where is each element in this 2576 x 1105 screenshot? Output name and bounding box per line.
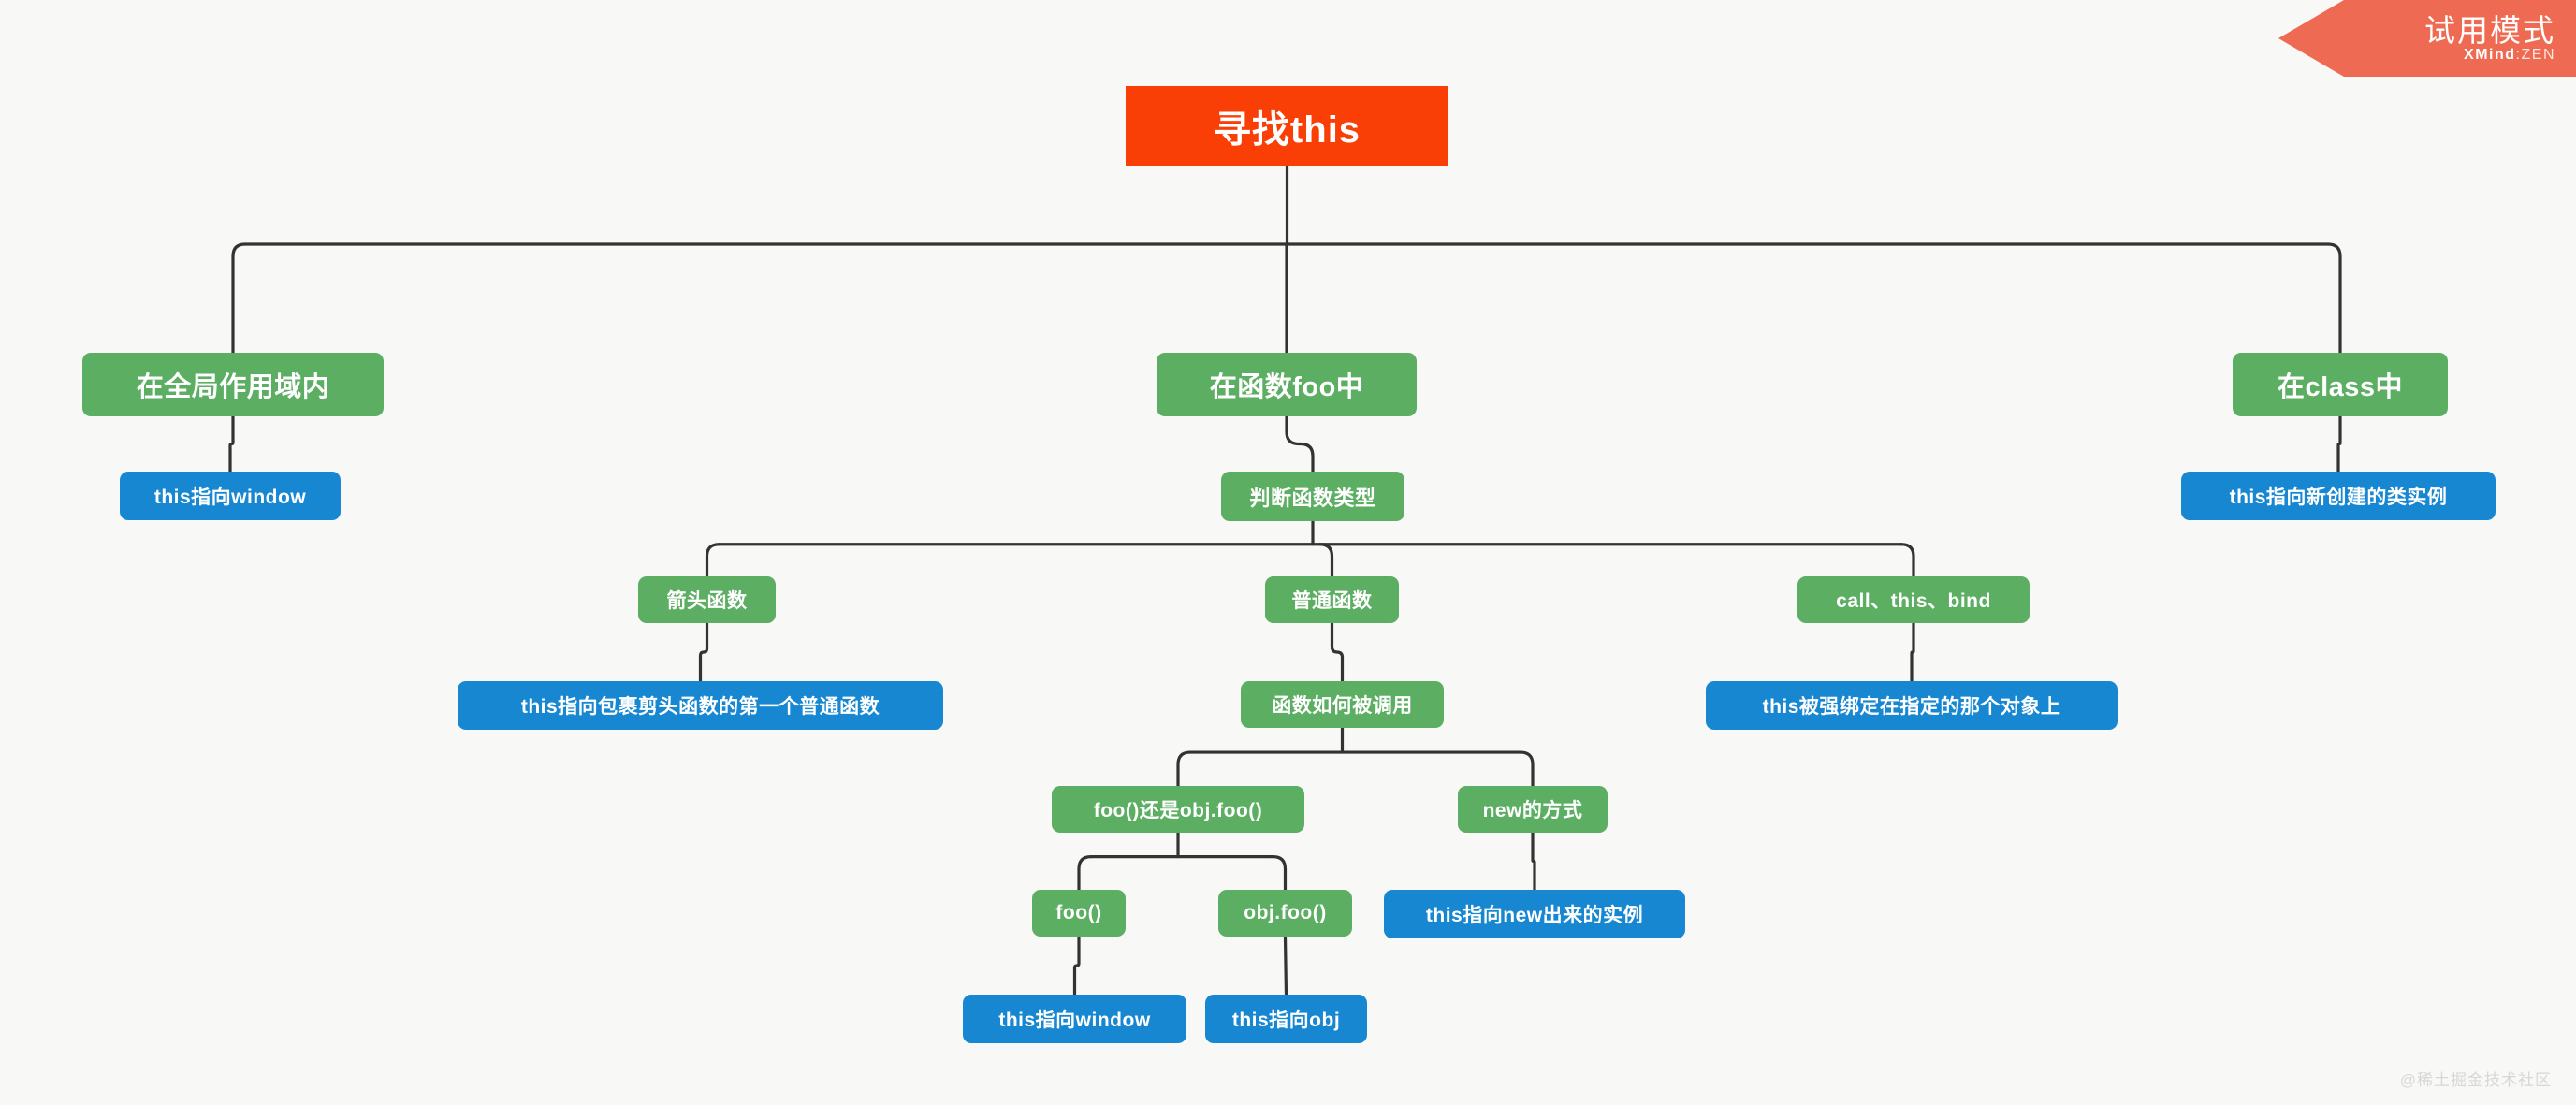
connector-drop-callform	[1176, 750, 1192, 788]
connector-drop-class	[2326, 242, 2342, 355]
connector-arrow-arrow-leaf	[698, 621, 709, 683]
trial-mode-label: 试用模式	[2424, 13, 2555, 48]
connector-newway-new-leaf	[1531, 831, 1536, 892]
connector-bindgroup-bind-leaf	[1910, 621, 1915, 683]
connector-drop-foo	[1077, 855, 1093, 892]
connector-drop-arrow	[705, 543, 721, 578]
mindmap-node-arrow[interactable]: 箭头函数	[638, 576, 776, 623]
mindmap-node-callform[interactable]: foo()还是obj.foo()	[1052, 786, 1304, 833]
mindmap-node-new-leaf[interactable]: this指向new出来的实例	[1384, 890, 1685, 938]
connector-foo-foo-leaf	[1072, 935, 1081, 996]
xmind-brand-label: XMind:ZEN	[2278, 47, 2555, 64]
connector-infoo-judge	[1285, 414, 1315, 473]
mindmap-node-newway[interactable]: new的方式	[1458, 786, 1608, 833]
mindmap-node-normal[interactable]: 普通函数	[1265, 576, 1399, 623]
mindmap-node-objfoo-leaf[interactable]: this指向obj	[1205, 995, 1367, 1043]
xmind-brand-rest: :ZEN	[2515, 47, 2555, 63]
connector-global-global-leaf	[228, 414, 235, 473]
banner-shape	[2278, 0, 2576, 77]
mindmap-node-judge[interactable]: 判断函数类型	[1221, 472, 1404, 521]
connector-drop-bindgroup	[1899, 543, 1915, 578]
connector-drop-global	[231, 242, 247, 355]
connector-class-class-leaf	[2336, 414, 2342, 473]
mindmap-node-root[interactable]: 寻找this	[1126, 86, 1448, 166]
connector-drop-objfoo	[1271, 855, 1288, 892]
trial-mode-banner: 试用模式 XMind:ZEN	[2278, 0, 2576, 77]
mindmap-node-objfoo[interactable]: obj.foo()	[1218, 890, 1352, 937]
connector-drop-newway	[1519, 750, 1535, 788]
mindmap-node-bind-leaf[interactable]: this被强绑定在指定的那个对象上	[1706, 681, 2118, 730]
credit-watermark: @稀土掘金技术社区	[2399, 1071, 2552, 1089]
connector-drop-normal	[1317, 543, 1334, 578]
connector-objfoo-objfoo-leaf	[1283, 935, 1288, 996]
mindmap-node-arrow-leaf[interactable]: this指向包裹剪头函数的第一个普通函数	[458, 681, 943, 730]
mindmap-node-class-leaf[interactable]: this指向新创建的类实例	[2181, 472, 2496, 520]
connector-normal-howcall	[1330, 621, 1345, 683]
mindmap-node-class[interactable]: 在class中	[2233, 353, 2448, 416]
mindmap-node-foo-leaf[interactable]: this指向window	[963, 995, 1186, 1043]
mindmap-node-global-leaf[interactable]: this指向window	[120, 472, 341, 520]
mindmap-node-bindgroup[interactable]: call、this、bind	[1797, 576, 2030, 623]
mindmap-node-howcall[interactable]: 函数如何被调用	[1241, 681, 1444, 728]
mindmap-node-foo[interactable]: foo()	[1032, 890, 1126, 937]
xmind-brand-bold: XMind	[2464, 47, 2516, 63]
mindmap-node-global[interactable]: 在全局作用域内	[82, 353, 384, 416]
mindmap-node-infoo[interactable]: 在函数foo中	[1157, 353, 1417, 416]
